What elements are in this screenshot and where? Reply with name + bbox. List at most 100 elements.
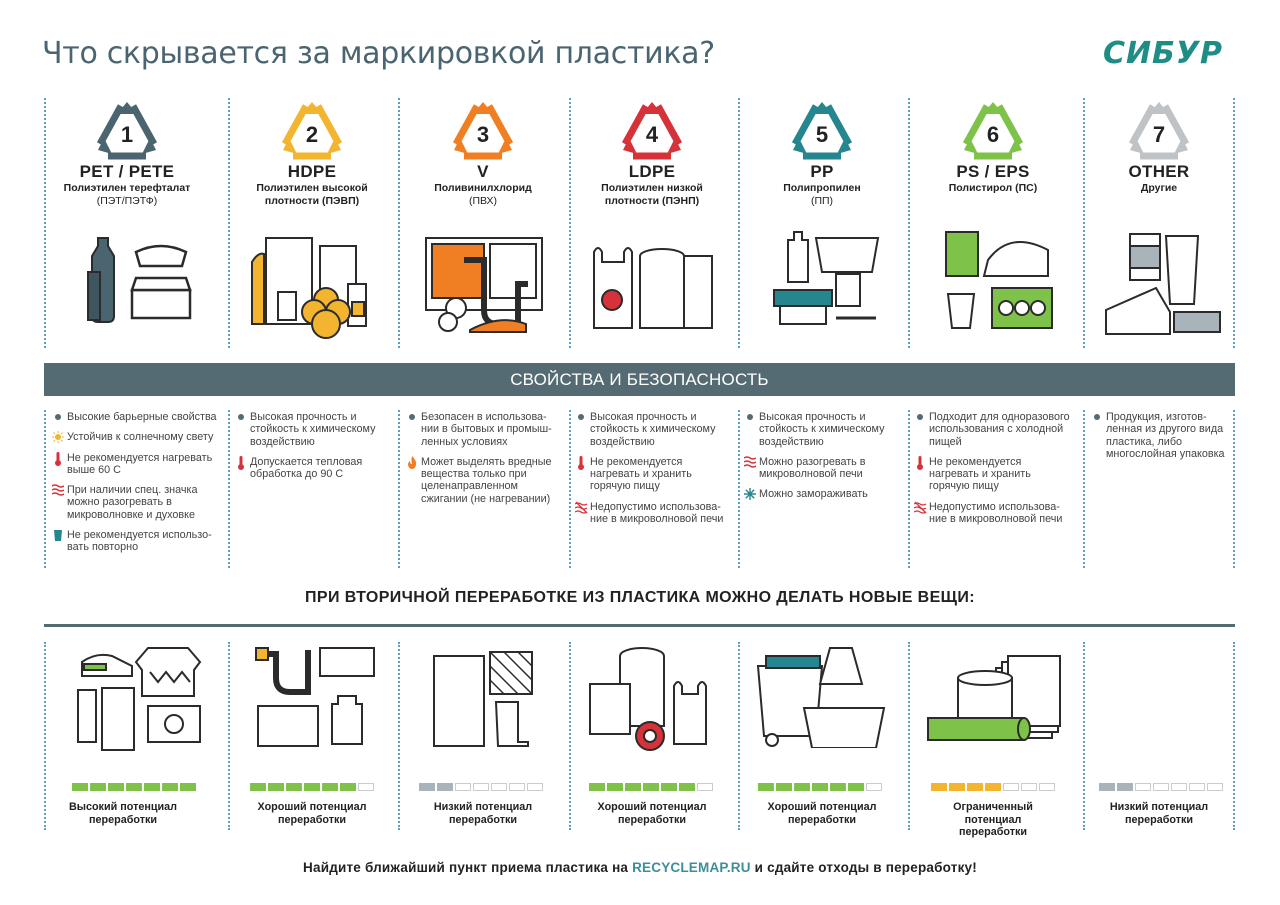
meter-segment-filled	[340, 783, 356, 791]
column-divider	[1083, 98, 1085, 348]
plastic-name: Полипропилен	[783, 182, 861, 194]
recycling-potential-label: Низкий потенциал переработки	[433, 801, 533, 826]
column-divider	[738, 98, 740, 348]
column-divider	[908, 410, 910, 568]
meter-segment-filled	[848, 783, 864, 791]
footer-text-after: и сдайте отходы в переработку!	[750, 860, 977, 875]
property-text: Не рекомендуется использо-вать повторно	[67, 529, 212, 554]
recycle-heading: ПРИ ВТОРИЧНОЙ ПЕРЕРАБОТКЕ ИЗ ПЛАСТИКА МО…	[305, 589, 975, 606]
column-divider	[569, 642, 571, 830]
thermometer-icon	[52, 451, 64, 466]
property-item: Подходит для одноразового использования …	[914, 411, 1074, 448]
meter-segment-empty	[527, 783, 543, 791]
pet-recycled-illustration	[77, 647, 202, 751]
pvc-products-illustration	[425, 237, 543, 333]
meter-segment-filled	[661, 783, 677, 791]
property-item: Допускается тепловая обработка до 90 С	[235, 455, 395, 481]
property-item: Не рекомендуется нагревать и хранить гор…	[914, 455, 1074, 493]
meter-segment-filled	[1117, 783, 1133, 791]
column-divider	[44, 98, 46, 348]
ps-recycled-illustration	[927, 655, 1061, 741]
meter-segment-empty	[866, 783, 882, 791]
resin-number: 7	[1153, 122, 1165, 147]
meter-segment-empty	[1153, 783, 1169, 791]
thermometer-icon	[235, 455, 247, 470]
column-divider	[398, 410, 400, 568]
microwave-waves-icon	[51, 484, 65, 496]
page-title: Что скрывается за маркировкой пластика?	[42, 36, 715, 71]
column-divider	[228, 642, 230, 830]
footer-text: Найдите ближайший пункт приема пластика …	[0, 860, 1280, 875]
property-item: Продукция, изготов-ленная из другого вид…	[1091, 411, 1229, 460]
properties-list: Высокая прочность и стойкость к химическ…	[743, 411, 902, 509]
property-text: Можно замораживать	[759, 488, 868, 501]
property-text: Высокая прочность и стойкость к химическ…	[759, 411, 885, 448]
property-item: Не рекомендуется нагревать и хранить гор…	[575, 455, 733, 493]
meter-segment-filled	[268, 783, 284, 791]
sun-icon	[52, 431, 64, 444]
property-text: Высокие барьерные свойства	[67, 411, 217, 423]
recycle-triangle-icon: 7	[1128, 102, 1190, 160]
thermometer-icon	[914, 455, 926, 470]
meter-segment-filled	[304, 783, 320, 791]
property-text: Не рекомендуется нагревать выше 60 С	[67, 451, 213, 476]
property-item: Недопустимо использова-ние в микроволнов…	[574, 500, 733, 526]
resin-code: OTHER	[1128, 162, 1190, 181]
property-item: Недопустимо использова-ние в микроволнов…	[913, 500, 1074, 526]
recyclemap-link[interactable]: RECYCLEMAP.RU	[632, 860, 751, 875]
property-text: Недопустимо использова-ние в микроволнов…	[929, 500, 1063, 526]
meter-segment-filled	[679, 783, 695, 791]
property-text: Устойчив к солнечному свету	[67, 431, 214, 444]
meter-segment-filled	[949, 783, 965, 791]
recycling-potential-meter	[419, 783, 543, 791]
property-text: Может выделять вредные вещества только п…	[421, 455, 552, 505]
meter-segment-filled	[437, 783, 453, 791]
hdpe-products-illustration	[251, 237, 367, 339]
properties-list: Высокая прочность и стойкость к химическ…	[235, 411, 395, 488]
meter-segment-empty	[358, 783, 374, 791]
meter-segment-filled	[144, 783, 160, 791]
meter-segment-filled	[90, 783, 106, 791]
property-item: Устойчив к солнечному свету	[52, 431, 228, 444]
dot-icon	[747, 414, 753, 420]
column-divider	[738, 410, 740, 568]
column-divider	[44, 642, 46, 830]
resin-code: PP	[810, 162, 834, 181]
dot-icon	[917, 414, 923, 420]
resin-code: PS / EPS	[956, 162, 1030, 181]
meter-segment-filled	[108, 783, 124, 791]
recycling-potential-meter	[1099, 783, 1223, 791]
resin-code: HDPE	[287, 162, 337, 181]
property-text: Допускается тепловая обработка до 90 С	[250, 455, 363, 481]
no-microwave-icon	[574, 501, 588, 514]
flame-icon	[406, 455, 418, 469]
meter-segment-filled	[643, 783, 659, 791]
column-divider	[228, 98, 230, 348]
meter-segment-filled	[625, 783, 641, 791]
recycle-triangle-icon: 2	[281, 102, 343, 160]
logo-text: СИБУР	[1103, 36, 1223, 68]
footer-text-before: Найдите ближайший пункт приема пластика …	[303, 860, 633, 875]
plastic-name: Полиэтилен терефталат	[63, 182, 191, 194]
column-divider	[1233, 98, 1235, 348]
meter-segment-empty	[1171, 783, 1187, 791]
property-text: Высокая прочность и стойкость к химическ…	[250, 411, 376, 448]
pp-recycled-illustration	[756, 647, 886, 748]
meter-segment-empty	[1207, 783, 1223, 791]
plastic-name: Другие	[1140, 182, 1178, 194]
meter-segment-empty	[473, 783, 489, 791]
meter-segment-filled	[72, 783, 88, 791]
property-text: Подходит для одноразового использования …	[929, 411, 1070, 448]
meter-segment-empty	[491, 783, 507, 791]
meter-segment-filled	[931, 783, 947, 791]
recycling-potential-meter	[758, 783, 882, 791]
property-text: Недопустимо использова-ние в микроволнов…	[590, 500, 724, 526]
meter-segment-filled	[419, 783, 435, 791]
meter-segment-empty	[509, 783, 525, 791]
no-microwave-icon	[913, 501, 927, 514]
resin-code: LDPE	[628, 162, 676, 181]
property-item: При наличии спец. значка можно разогрева…	[51, 484, 228, 521]
